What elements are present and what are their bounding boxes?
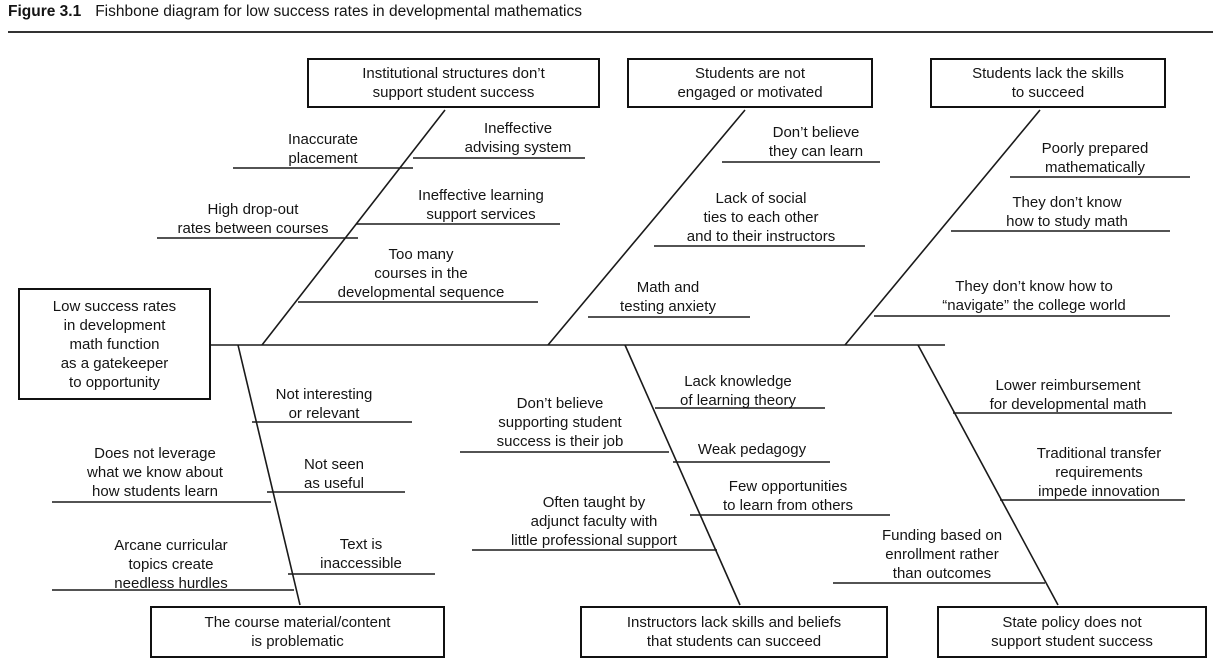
category-content-box: The course material/content is problemat… bbox=[150, 606, 445, 658]
cause-label: Traditional transfer requirements impede… bbox=[1036, 445, 1162, 500]
cause-label: Don’t believe supporting student success… bbox=[496, 395, 624, 450]
cause-label: High drop-out rates between courses bbox=[177, 201, 329, 237]
cause-label: Don’t believe they can learn bbox=[768, 124, 864, 160]
bone-institutional bbox=[261, 109, 446, 346]
cause-label: Math and testing anxiety bbox=[620, 279, 716, 315]
cause-label: Lack of social ties to each other and to… bbox=[686, 190, 836, 245]
cause-label: Often taught by adjunct faculty with lit… bbox=[511, 494, 677, 549]
cause-label: Few opportunities to learn from others bbox=[722, 478, 854, 514]
bone-content bbox=[237, 344, 301, 606]
bone-skills bbox=[844, 109, 1041, 346]
category-instructors-box: Instructors lack skills and beliefs that… bbox=[580, 606, 888, 658]
cause-label: Lower reimbursement for developmental ma… bbox=[989, 377, 1147, 413]
figure-title-text: Fishbone diagram for low success rates i… bbox=[95, 3, 582, 20]
cause-label: Not interesting or relevant bbox=[275, 386, 373, 422]
title-rule bbox=[8, 31, 1213, 33]
problem-box: Low success rates in development math fu… bbox=[18, 288, 211, 400]
cause-label: Text is inaccessible bbox=[320, 536, 402, 572]
cause-label: Does not leverage what we know about how… bbox=[87, 445, 223, 500]
figure-title: Figure 3.1 Fishbone diagram for low succe… bbox=[8, 3, 582, 21]
cause-label: Poorly prepared mathematically bbox=[1041, 140, 1149, 176]
cause-label: Ineffective advising system bbox=[464, 120, 572, 156]
category-engagement-box: Students are not engaged or motivated bbox=[627, 58, 873, 108]
cause-label: Not seen as useful bbox=[303, 456, 365, 492]
cause-label: Too many courses in the developmental se… bbox=[337, 246, 505, 301]
cause-label: Arcane curricular topics create needless… bbox=[114, 537, 228, 592]
cause-label: Weak pedagogy bbox=[697, 441, 807, 458]
cause-label: Inaccurate placement bbox=[287, 131, 359, 167]
cause-label: Funding based on enrollment rather than … bbox=[881, 527, 1003, 582]
category-institutional-box: Institutional structures don’t support s… bbox=[307, 58, 600, 108]
category-policy-box: State policy does not support student su… bbox=[937, 606, 1207, 658]
category-skills-box: Students lack the skills to succeed bbox=[930, 58, 1166, 108]
figure-number: Figure 3.1 bbox=[8, 3, 82, 20]
bone-instructors bbox=[624, 344, 741, 606]
cause-label: They don’t know how to study math bbox=[1006, 194, 1128, 230]
cause-label: Lack knowledge of learning theory bbox=[680, 373, 796, 409]
cause-label: They don’t know how to “navigate” the co… bbox=[942, 278, 1126, 314]
bone-engagement bbox=[547, 109, 746, 346]
cause-label: Ineffective learning support services bbox=[418, 187, 544, 223]
bone-policy bbox=[917, 344, 1059, 606]
